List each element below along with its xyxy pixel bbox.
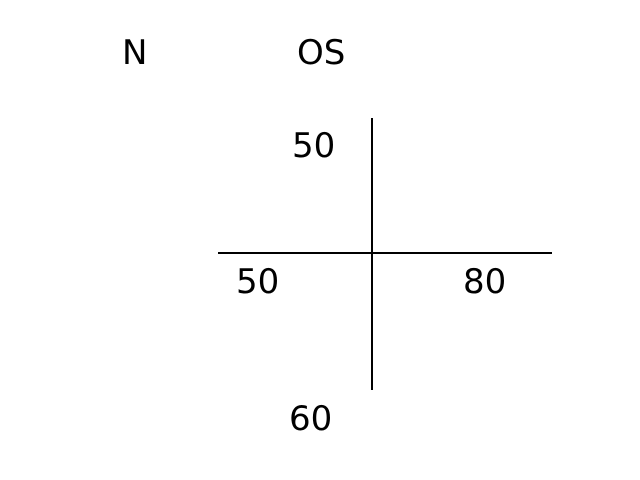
left-value: 50 — [236, 262, 280, 302]
vertical-line — [371, 118, 373, 390]
top-value: 50 — [292, 126, 336, 166]
horizontal-line — [218, 252, 552, 254]
bottom-value: 60 — [289, 399, 333, 439]
header-label-n: N — [122, 33, 148, 73]
right-value: 80 — [463, 262, 507, 302]
header-label-os: OS — [297, 33, 346, 73]
